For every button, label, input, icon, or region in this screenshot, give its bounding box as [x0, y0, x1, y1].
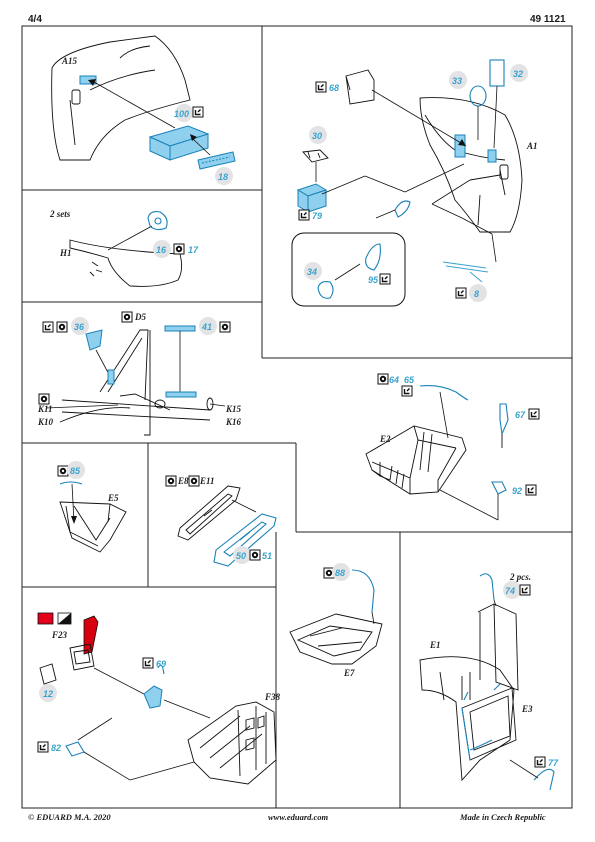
kit-number: 49 1121	[530, 14, 566, 25]
part-16	[147, 211, 168, 231]
part-18-strip	[197, 151, 236, 170]
part-number-8: 8	[474, 289, 479, 299]
label-e5: E5	[107, 493, 119, 503]
part-number-77: 77	[548, 758, 559, 768]
seat-h1	[69, 239, 183, 287]
part-number-41: 41	[201, 322, 212, 332]
part-number-34: 34	[307, 267, 317, 277]
part-number-85: 85	[70, 466, 81, 476]
label-k16: K16	[225, 417, 242, 427]
part-number-16: 16	[156, 245, 167, 255]
part-67	[499, 403, 509, 437]
part-number-17: 17	[188, 245, 199, 255]
label-e8: E8	[177, 476, 189, 486]
part-92	[491, 481, 507, 495]
made-in: Made in Czech Republic	[460, 812, 546, 822]
label-f23: F23	[51, 630, 68, 640]
panel-a15: A15 100 18	[51, 35, 236, 185]
part-number-88: 88	[335, 568, 345, 578]
note-2-pcs: 2 pcs.	[509, 572, 531, 582]
part-number-79: 79	[312, 211, 322, 221]
panel-f38: F23 12 69 82 F38	[37, 612, 281, 785]
frame-e8	[177, 485, 241, 541]
part-50-51	[213, 513, 277, 567]
label-k15: K15	[225, 404, 242, 414]
part-69	[143, 685, 163, 709]
part-number-36: 36	[74, 322, 85, 332]
part-number-67: 67	[515, 410, 526, 420]
part-74-installed	[461, 683, 501, 761]
seat-frame-e1	[419, 656, 515, 782]
fuselage-section-a1	[419, 97, 523, 233]
label-k11: K11	[37, 404, 53, 414]
frame-d5	[61, 329, 211, 436]
part-33-ring	[469, 85, 487, 107]
panel-e2: 64 65 E2 67 92	[365, 373, 540, 521]
part-77	[533, 768, 555, 791]
label-f38: F38	[264, 692, 281, 702]
part-95	[365, 243, 381, 271]
part-8-rail	[442, 261, 489, 283]
label-e2: E2	[379, 434, 391, 444]
part-number-92: 92	[512, 486, 522, 496]
part-installed-95	[394, 200, 411, 218]
part-36	[85, 329, 103, 351]
panel-h1: 2 sets H1 16 17	[49, 209, 199, 287]
part-number-65: 65	[404, 375, 415, 385]
part-number-50: 50	[236, 551, 246, 561]
part-number-68: 68	[329, 83, 339, 93]
seat-frame-e2	[365, 425, 467, 495]
label-h1: H1	[59, 248, 72, 258]
part-number-64: 64	[389, 375, 399, 385]
paint-swatch-icon	[37, 612, 54, 625]
label-e11: E11	[199, 476, 215, 486]
fuselage-section-a15	[51, 35, 191, 161]
part-number-30: 30	[312, 131, 322, 141]
note-2-sets: 2 sets	[49, 209, 71, 219]
panel-e8: E8 E11 50 51	[165, 475, 277, 567]
panel-e7: 88 E7	[289, 563, 383, 678]
panel-e1: 2 pcs. 74 E1 E3 77	[419, 572, 559, 791]
website: www.eduard.com	[268, 812, 329, 822]
part-number-100: 100	[174, 109, 189, 119]
fold-symbol-icon	[173, 243, 185, 255]
label-a1: A1	[526, 141, 538, 151]
detail-inset	[291, 232, 406, 307]
part-number-74: 74	[505, 586, 515, 596]
label-d5: D5	[134, 312, 146, 322]
label-k10: K10	[37, 417, 54, 427]
part-82	[65, 741, 85, 757]
copyright: © EDUARD M.A. 2020	[28, 812, 111, 822]
panel-a1: A1 68 33 32 30 79 34 95 8	[291, 59, 538, 307]
part-number-82: 82	[51, 743, 61, 753]
installed-part-a1	[454, 134, 466, 158]
panel-e5: 85 E5	[57, 461, 127, 553]
label-e3: E3	[521, 704, 533, 714]
part-34	[317, 281, 334, 299]
part-41	[164, 325, 196, 332]
part-74	[479, 573, 495, 601]
part-64-65	[419, 385, 469, 401]
label-a15: A15	[61, 56, 78, 66]
seat-e5	[59, 501, 127, 553]
part-number-69: 69	[156, 659, 166, 669]
part-85	[59, 481, 83, 485]
bend-symbol-icon	[192, 106, 204, 118]
part-number-51: 51	[262, 551, 272, 561]
panel-borders	[21, 25, 573, 809]
part-number-32: 32	[513, 69, 523, 79]
part-number-18: 18	[218, 172, 228, 182]
part-number-12: 12	[43, 689, 53, 699]
seat-e7	[289, 613, 383, 665]
panel-d5: 36 D5 41 K11 K10 K15 K16	[37, 311, 242, 436]
part-number-95: 95	[368, 275, 379, 285]
page-number: 4/4	[28, 14, 42, 25]
part-88	[351, 569, 375, 613]
label-e7: E7	[343, 668, 355, 678]
part-number-33: 33	[452, 76, 462, 86]
part-32-frame	[489, 59, 505, 87]
label-e1: E1	[429, 640, 441, 650]
